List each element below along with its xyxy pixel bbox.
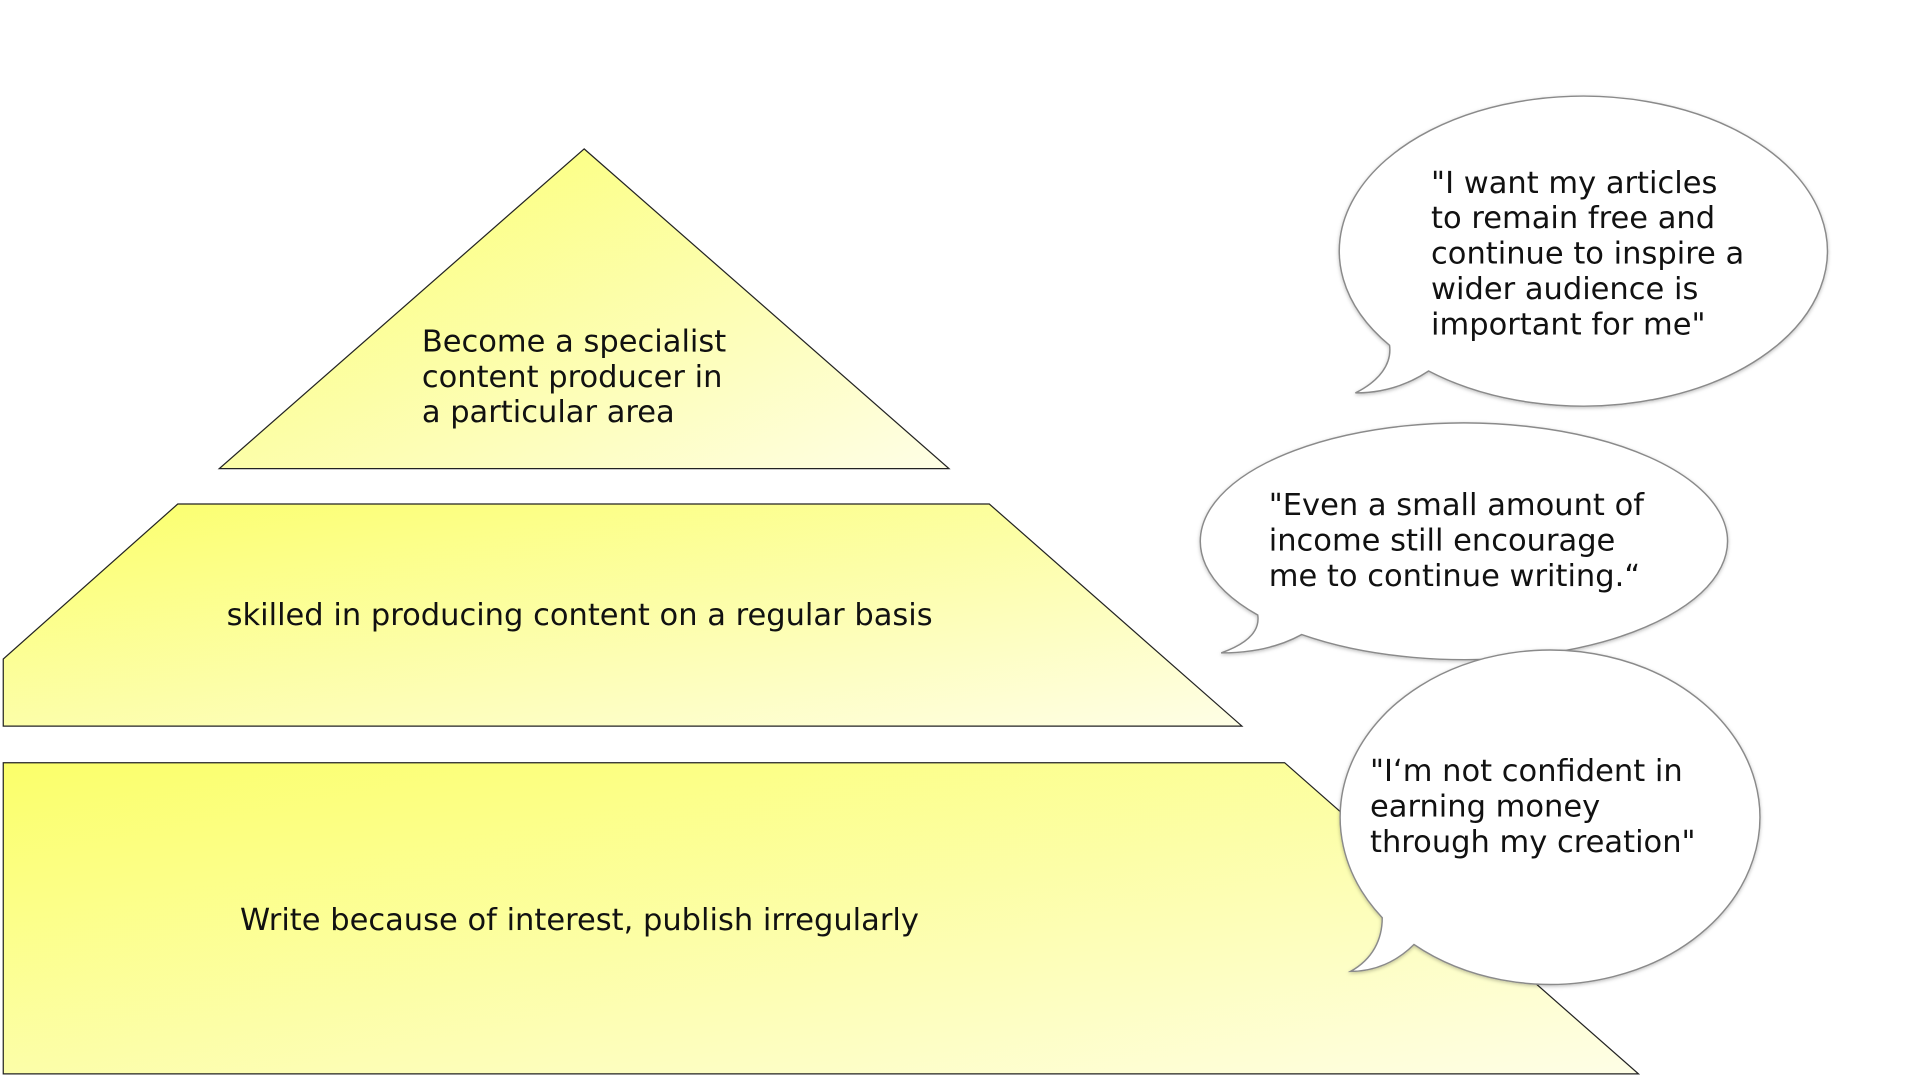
quote-3-text: "I‘m not confident in earning money thro… xyxy=(1370,754,1696,860)
pyramid-level-bottom: Write because of interest, publish irreg… xyxy=(2,762,1641,1075)
quote-2-text: "Even a small amount of income still enc… xyxy=(1269,488,1654,594)
pyramid-level-middle: skilled in producing content on a regula… xyxy=(2,503,1244,727)
pyramid-level-top: Become a specialist content producer in … xyxy=(217,148,951,470)
speech-bubble-2 xyxy=(1199,422,1729,661)
level-middle-label: skilled in producing content on a regula… xyxy=(227,598,933,633)
quote-1-text: "I want my articles to remain free and c… xyxy=(1431,166,1754,343)
level-top-label: Become a specialist content producer in … xyxy=(422,324,736,430)
level-bottom-label: Write because of interest, publish irreg… xyxy=(240,903,919,938)
speech-bubble-3 xyxy=(1339,649,1761,986)
speech-bubble-1 xyxy=(1338,95,1829,407)
